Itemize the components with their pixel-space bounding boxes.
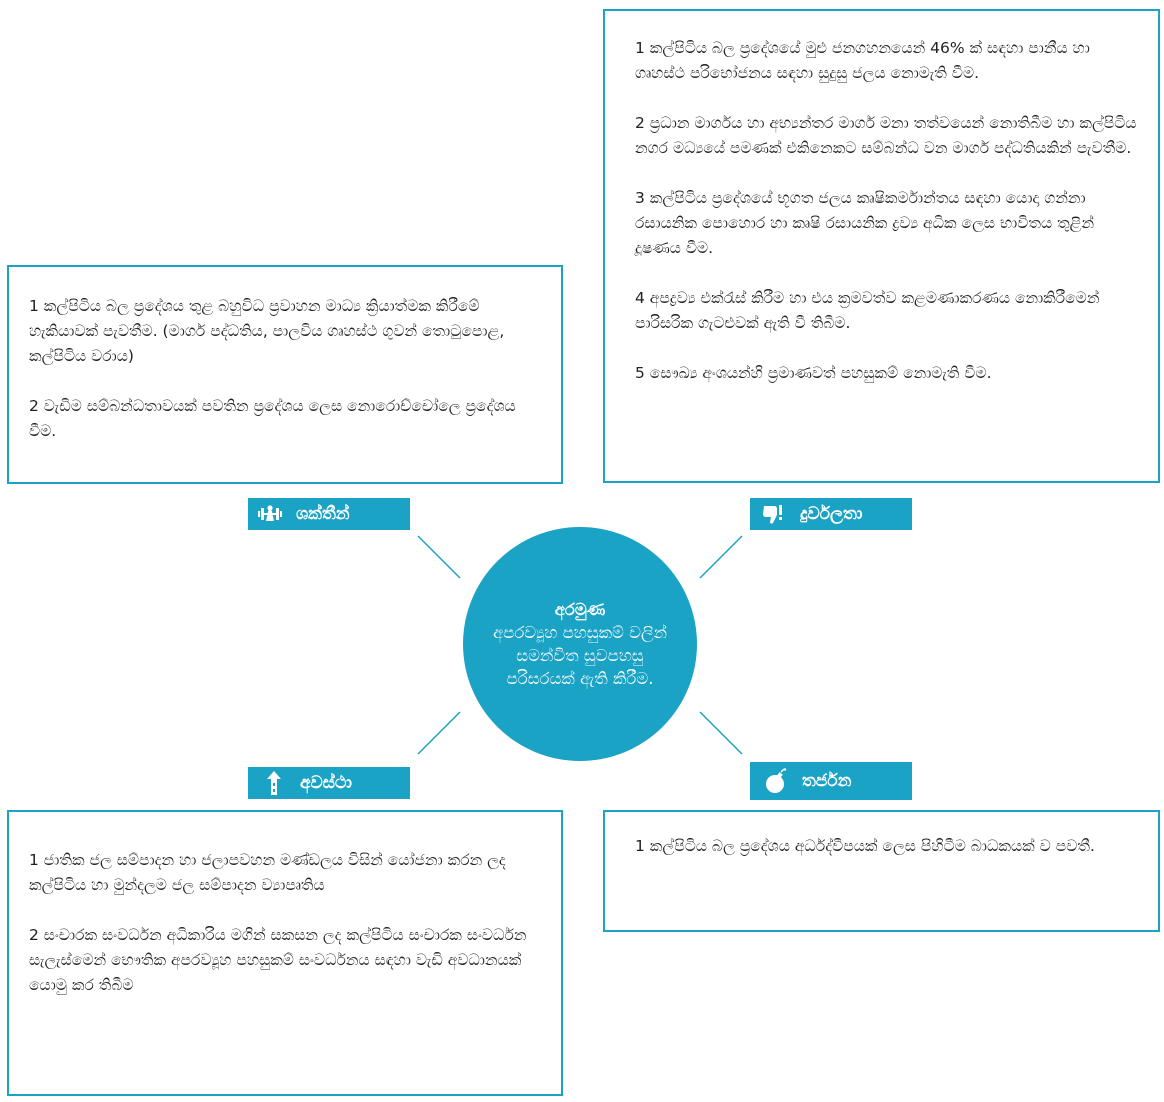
objective-circle: අරමුණ අපරව්‍යූහ පහසුකම් වලින් සමන්විත සු… [463,527,697,761]
weaknesses-box: 1 කල්පිටිය බල ප්‍රදේශයේ මුළු ජනගහනයෙන් 4… [603,9,1160,483]
threats-box: 1 කල්පිටිය බල ප්‍රදේශය අර්ධද්වීපයක් ලෙස … [603,810,1160,932]
weaknesses-label: දුර්වලතා [800,504,863,524]
connector-strengths [417,535,461,579]
weaknesses-item-4: 4 අපද්‍රව්‍ය එක්රැස් කිරීම හා එය ක්‍රමවත… [635,289,1100,332]
connector-opportunities [417,711,461,755]
weaknesses-item-3: 3 කල්පිටිය ප්‍රදේශයේ භූගත ජලය කෘෂිකර්මාන… [635,189,1095,257]
weaknesses-item-5: 5 සෞඛ්‍ය අංශයන්හි ප්‍රමාණවත් පහසුකම් නොම… [635,364,992,382]
opportunities-box: 1 ජාතික ජල සම්පාදන හා ජලාපවහන මණ්ඩලය විස… [7,810,563,1096]
objective-title: අරමුණ [554,600,606,619]
road-arrow-icon [262,771,286,795]
dumbbell-arm-icon [258,502,282,526]
opportunities-item-2: 2 සංචාරක සංවර්ධන අධිකාරිය මගින් සකසන ලද … [29,926,527,994]
strengths-item-1: 1 කල්පිටිය බල ප්‍රදේශය තුළ බහුවිධ ප්‍රවා… [29,297,505,365]
strengths-item-2: 2 වැඩිම සම්බන්ධතාවයක් පවතින ප්‍රදේශය ලෙස… [29,397,516,440]
opportunities-label-tab: අවස්ථා [248,767,410,799]
thumbs-down-icon [762,502,786,526]
opportunities-item-1: 1 ජාතික ජල සම්පාදන හා ජලාපවහන මණ්ඩලය විස… [29,851,506,894]
connector-threats [699,711,743,755]
threats-label-tab: තර්ජන [750,762,912,800]
weaknesses-item-1: 1 කල්පිටිය බල ප්‍රදේශයේ මුළු ජනගහනයෙන් 4… [635,39,1090,82]
threats-item-1: 1 කල්පිටිය බල ප්‍රදේශය අර්ධද්වීපයක් ලෙස … [635,837,1095,855]
threats-label: තර්ජන [802,771,852,791]
connector-weaknesses [699,535,743,579]
bomb-icon [764,768,788,793]
opportunities-label: අවස්ථා [300,773,353,793]
strengths-label-tab: ශක්තීන් [248,498,410,530]
objective-text: අපරව්‍යූහ පහසුකම් වලින් සමන්විත සුවපහසු … [493,623,667,688]
strengths-box: 1 කල්පිටිය බල ප්‍රදේශය තුළ බහුවිධ ප්‍රවා… [7,265,563,484]
strengths-label: ශක්තීන් [296,504,350,524]
weaknesses-item-2: 2 ප්‍රධාන මාර්ගය හා අභ්‍යන්තර මාර්ග මනා … [635,114,1137,157]
weaknesses-label-tab: දුර්වලතා [750,498,912,530]
